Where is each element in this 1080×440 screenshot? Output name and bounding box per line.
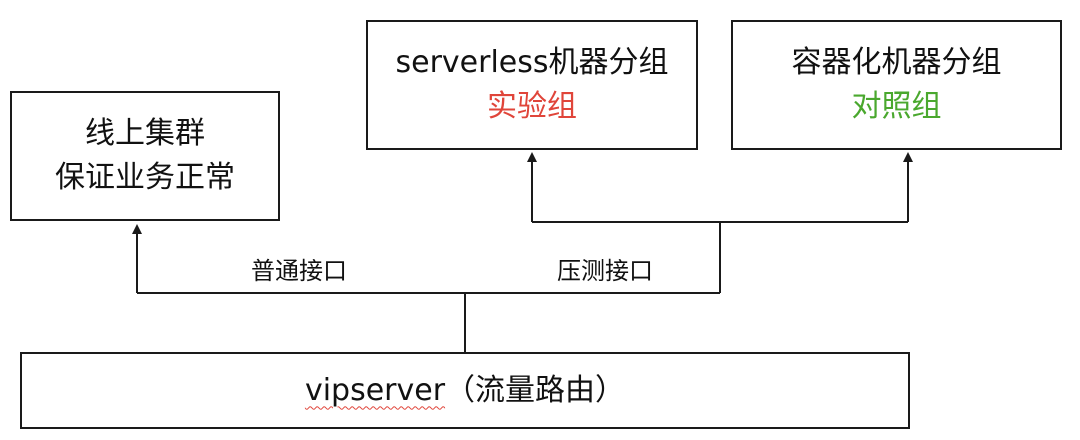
container-group-node: 容器化机器分组 对照组 xyxy=(731,20,1062,150)
vipserver-node: vipserver（流量路由） xyxy=(20,352,910,429)
serverless-group-node: serverless机器分组 实验组 xyxy=(366,20,698,150)
vipserver-suffix: （流量路由） xyxy=(445,372,626,408)
experiment-group-tag: 实验组 xyxy=(487,89,577,124)
control-group-tag: 对照组 xyxy=(851,89,942,124)
vipserver-name: vipserver xyxy=(304,372,446,408)
normal-api-label: 普通接口 xyxy=(251,257,347,285)
online-cluster-subtitle: 保证业务正常 xyxy=(55,160,235,195)
container-group-title: 容器化机器分组 xyxy=(791,45,1002,80)
serverless-group-title: serverless机器分组 xyxy=(395,45,669,80)
stress-api-label: 压测接口 xyxy=(557,257,653,285)
online-cluster-node: 线上集群 保证业务正常 xyxy=(10,91,280,221)
online-cluster-title: 线上集群 xyxy=(85,116,205,151)
